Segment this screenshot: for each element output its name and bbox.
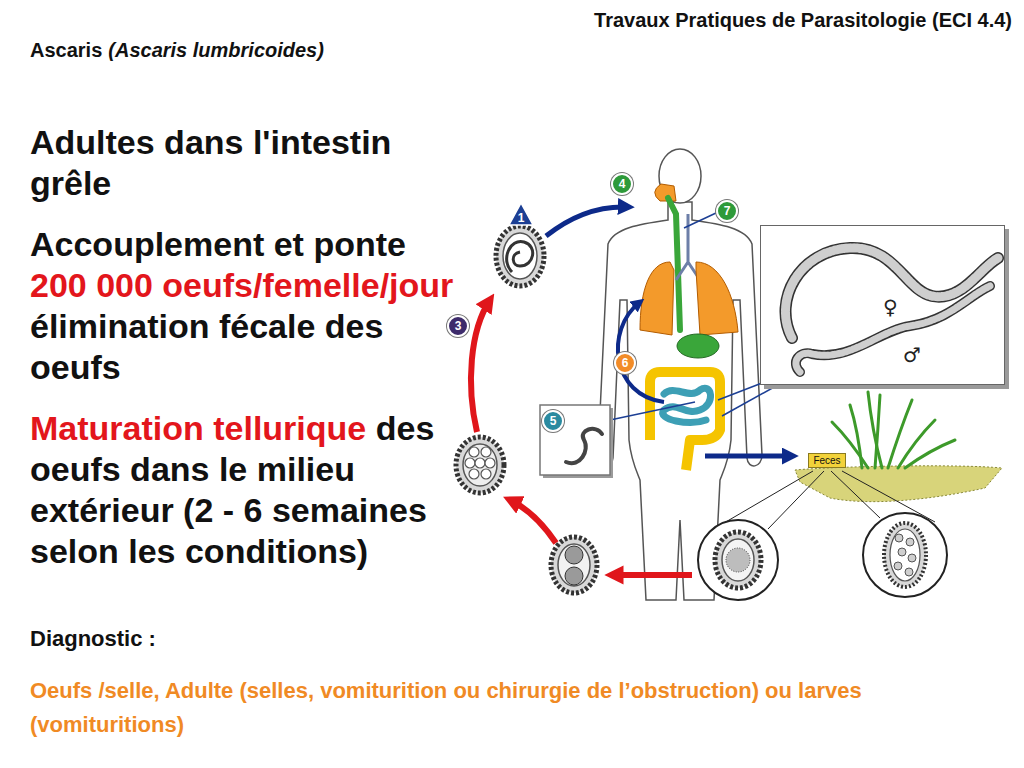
node-text: 3 [455,320,462,332]
magnify-line [724,471,813,523]
node-text: 7 [724,205,731,217]
callout-number: 3 [447,315,469,337]
diagnostic-text: Oeufs /selle, Adulte (selles, vomituriti… [30,674,990,742]
grass [832,392,955,468]
grass-blade [905,440,955,468]
infective-egg [496,226,544,286]
male-worm [796,286,990,372]
larva [566,429,602,463]
egg-cell [469,469,479,479]
leader-line [684,213,716,228]
diagnostic-heading: Diagnostic : [30,622,990,656]
larva-in-egg [507,242,533,272]
egg-cell [469,447,479,457]
paragraph: Adultes dans l'intestin grêle [30,122,455,204]
two-cell-egg [551,537,597,593]
maturation-arrow [612,572,692,578]
egg-cell [565,567,583,585]
callout-number: 6 [614,352,636,374]
grass-blade [868,392,882,468]
egg-granule [898,548,906,556]
egg-granule [894,562,902,570]
egg-shell [558,544,590,586]
node-text: 5 [550,415,557,427]
egg-cell [481,469,491,479]
maturation-arrow [471,300,490,432]
callout-triangle-number: 1 [508,202,534,226]
egg-shell [722,539,754,581]
species-name: (Ascaris lumbricoides) [108,39,324,61]
node-text: 1 [508,211,534,225]
node-text: 4 [619,178,626,190]
leader-line [610,402,695,420]
egg-granule [905,568,913,576]
egg-cell [475,458,485,468]
egg-granules [894,534,916,576]
unfertilized-egg [884,523,926,587]
body-text: élimination fécale des oeufs [30,306,455,388]
node-text: 6 [622,357,629,369]
body-text: Adultes dans l'intestin grêle [30,122,455,204]
egg-cell [481,447,491,457]
female-worm [785,248,998,338]
egg-granule [895,534,903,542]
sex-symbol: ♀ [881,296,900,318]
egg-granule [906,538,914,546]
female-worm-outline [785,248,998,338]
feces-tag: Feces [808,453,846,468]
small-intestine [663,388,711,422]
ingestion-arrow [546,207,628,236]
magnify-line [842,471,935,522]
egg-cell [565,546,583,564]
egg-shell [463,444,497,486]
excretion-arrow [705,454,792,459]
egg-cell [726,548,750,572]
highlight-text: 200 000 oeufs/femelle/jour [30,265,455,306]
magnified-view [698,520,778,600]
egg-cells [465,447,495,479]
egg-cell [485,458,495,468]
body-text: Accouplement et ponte [30,224,455,265]
developing-egg [456,437,504,493]
slide-header: Travaux Pratiques de Parasitologie (ECI … [594,9,1012,31]
title-area: Ascaris (Ascaris lumbricoides) [30,38,324,62]
magnified-view [863,513,947,597]
paragraph: Accouplement et ponte200 000 oeufs/femel… [30,224,455,388]
egg-cell [465,458,475,468]
sex-symbol: ♂ [901,344,923,366]
left-lung [640,262,674,335]
leader-line [722,386,776,416]
fertilized-egg [715,532,761,588]
slide-title: Ascaris [30,39,102,61]
maturation-arrow [510,500,556,543]
adult-worms-panel: ♀♂ [760,225,1005,385]
egg-shell [890,529,920,581]
highlight-text: Maturation tellurique [30,409,366,447]
stomach [677,334,719,358]
header-area: Travaux Pratiques de Parasitologie (ECI … [594,8,1012,32]
paragraph: Maturation telluriquedes oeufs dans le m… [30,408,455,572]
triangle-shape [509,203,533,225]
magnify-line [768,471,824,529]
text-column: Adultes dans l'intestin grêle Accoupleme… [30,122,455,592]
grass-blade [888,400,912,468]
soil [795,466,1002,502]
callout-number: 5 [542,410,564,432]
diagnostic-area: Diagnostic : Oeufs /selle, Adulte (selles… [30,622,990,742]
worm-panel-fill [760,225,1005,385]
callout-number: 7 [716,200,738,222]
callout-number: 4 [611,173,633,195]
right-lung [696,262,738,335]
egg-granule [908,554,916,562]
egg-shell [503,233,537,279]
node-text: Feces [813,455,840,466]
larva-box [540,405,610,475]
male-worm-outline [796,286,990,372]
